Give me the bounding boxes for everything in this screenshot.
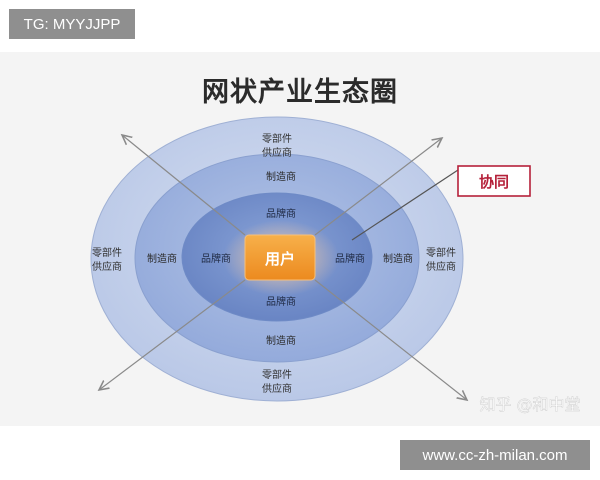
- outer-left-label-1: 零部件: [92, 246, 122, 259]
- inner-top-label: 品牌商: [266, 207, 296, 220]
- top-tag: TG: MYYJJPP: [9, 9, 135, 39]
- inner-bottom-label: 品牌商: [266, 295, 296, 308]
- watermark-text: 知乎 @和中堂: [479, 395, 580, 414]
- outer-bottom-label-2: 供应商: [262, 382, 292, 395]
- arrow-top-left: [122, 135, 246, 236]
- inner-left-label: 品牌商: [201, 252, 231, 265]
- outer-right-label-1: 零部件: [426, 246, 456, 259]
- outer-right-label-2: 供应商: [426, 260, 456, 273]
- middle-right-label: 制造商: [383, 252, 413, 265]
- middle-left-label: 制造商: [147, 252, 177, 265]
- diagram-title: 网状产业生态圈: [202, 77, 398, 108]
- arrow-bottom-right: [314, 279, 467, 400]
- bottom-tag: www.cc-zh-milan.com: [400, 440, 590, 470]
- center-box: [244, 234, 316, 281]
- arrow-bottom-left: [99, 279, 246, 390]
- callout-connector: [351, 169, 459, 241]
- callout-box: [457, 165, 531, 197]
- middle-bottom-label: 制造商: [266, 334, 296, 347]
- outer-left-label-2: 供应商: [92, 260, 122, 273]
- callout-label: 协同: [479, 173, 509, 191]
- inner-right-label: 品牌商: [335, 252, 365, 265]
- center-label: 用户: [265, 250, 295, 268]
- middle-top-label: 制造商: [266, 170, 296, 183]
- outer-top-label-2: 供应商: [262, 146, 292, 159]
- outer-bottom-label-1: 零部件: [262, 368, 292, 381]
- arrow-top-right: [314, 138, 442, 236]
- outer-top-label-1: 零部件: [262, 132, 292, 145]
